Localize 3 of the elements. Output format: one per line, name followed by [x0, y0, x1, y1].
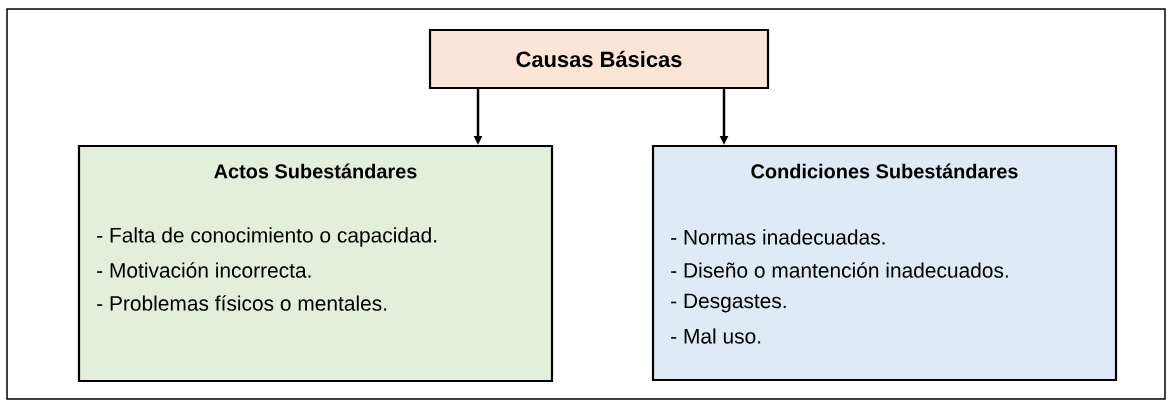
category-box: Condiciones Subestándares - Normas inadecuadas. - Diseño o mantención inadecuados. - Desgastes. - Mal uso. [651, 144, 1118, 382]
cause-box: Causas Básicas [428, 28, 770, 90]
category-box: Actos Subestándares - Falta de conocimiento o capacidad. - Motivación incorrecta. - Problemas físicos o mentales. [77, 144, 554, 383]
